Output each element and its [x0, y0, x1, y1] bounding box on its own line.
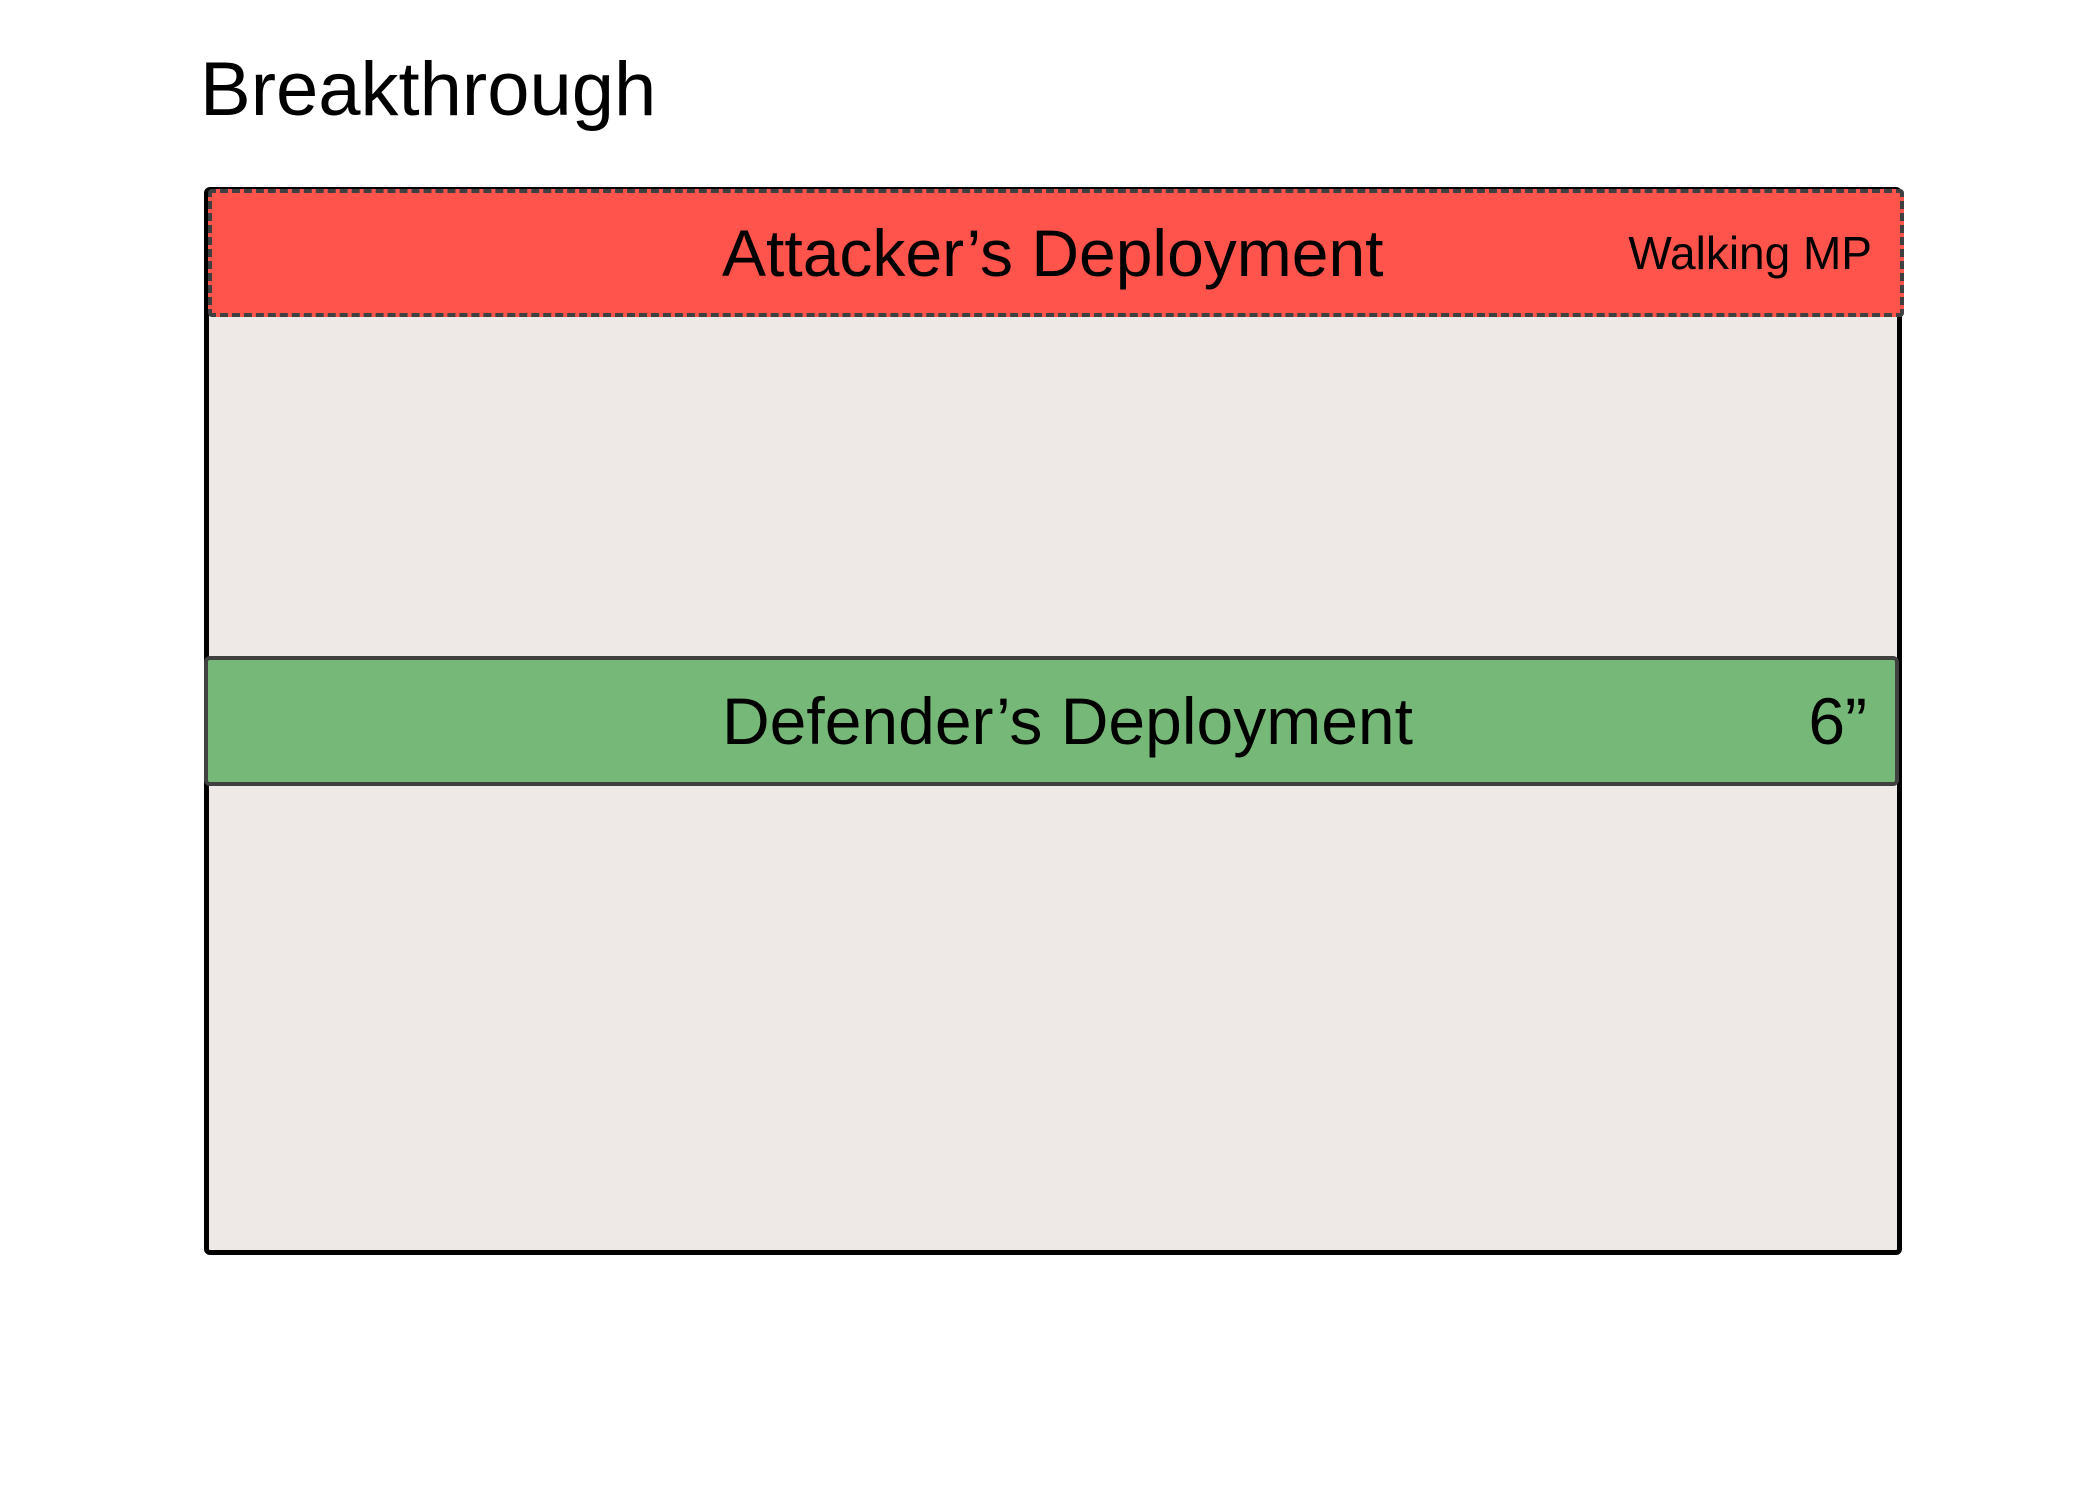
attacker-deployment-label: Attacker’s Deployment [722, 216, 1384, 290]
defender-deployment-zone: Defender’s Deployment 6” [204, 656, 1899, 786]
attacker-deployment-zone: Attacker’s Deployment Walking MP [208, 189, 1904, 317]
defender-deployment-depth: 6” [1808, 684, 1867, 758]
page-title: Breakthrough [200, 47, 657, 132]
attacker-deployment-depth: Walking MP [1628, 227, 1872, 279]
defender-deployment-label: Defender’s Deployment [722, 684, 1413, 758]
